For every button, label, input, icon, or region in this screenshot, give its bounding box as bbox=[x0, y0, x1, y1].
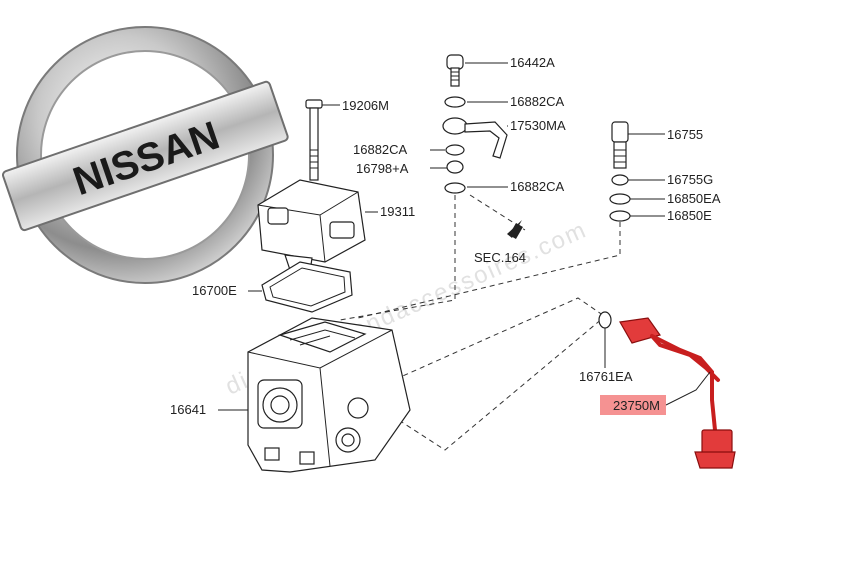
label-16755: 16755 bbox=[667, 127, 703, 142]
highlight-box bbox=[600, 395, 666, 415]
section-reference: SEC.164 bbox=[474, 220, 526, 265]
label-16442a: 16442A bbox=[510, 55, 555, 70]
label-16798a: 16798+A bbox=[356, 161, 409, 176]
sec-ref-label: SEC.164 bbox=[474, 250, 526, 265]
label-16700e: 16700E bbox=[192, 283, 237, 298]
label-19206m: 19206M bbox=[342, 98, 389, 113]
nissan-logo: NISSAN bbox=[1, 26, 289, 284]
gasket-16700e bbox=[248, 261, 353, 313]
pump-body-16641 bbox=[218, 317, 411, 473]
label-16755g: 16755G bbox=[667, 172, 713, 187]
label-23750m: 23750M bbox=[613, 398, 660, 413]
banjo-bolt-assembly bbox=[430, 54, 508, 194]
label-16882ca-left: 16882CA bbox=[353, 142, 408, 157]
label-16641: 16641 bbox=[170, 402, 206, 417]
label-16850e: 16850E bbox=[667, 208, 712, 223]
valve-16755-assembly bbox=[609, 121, 665, 222]
label-19311: 19311 bbox=[380, 204, 415, 219]
label-16882ca-top: 16882CA bbox=[510, 94, 565, 109]
bolt-19206m bbox=[305, 99, 340, 181]
part-labels: 16442A 16882CA 17530MA 16882CA 16798+A 1… bbox=[170, 55, 721, 417]
label-16761ea: 16761EA bbox=[579, 369, 633, 384]
sensor-harness-23750m bbox=[598, 311, 736, 469]
label-17530ma: 17530MA bbox=[510, 118, 566, 133]
solenoid-19311 bbox=[257, 179, 378, 273]
label-16850ea: 16850EA bbox=[667, 191, 721, 206]
label-16882ca-bottom: 16882CA bbox=[510, 179, 565, 194]
